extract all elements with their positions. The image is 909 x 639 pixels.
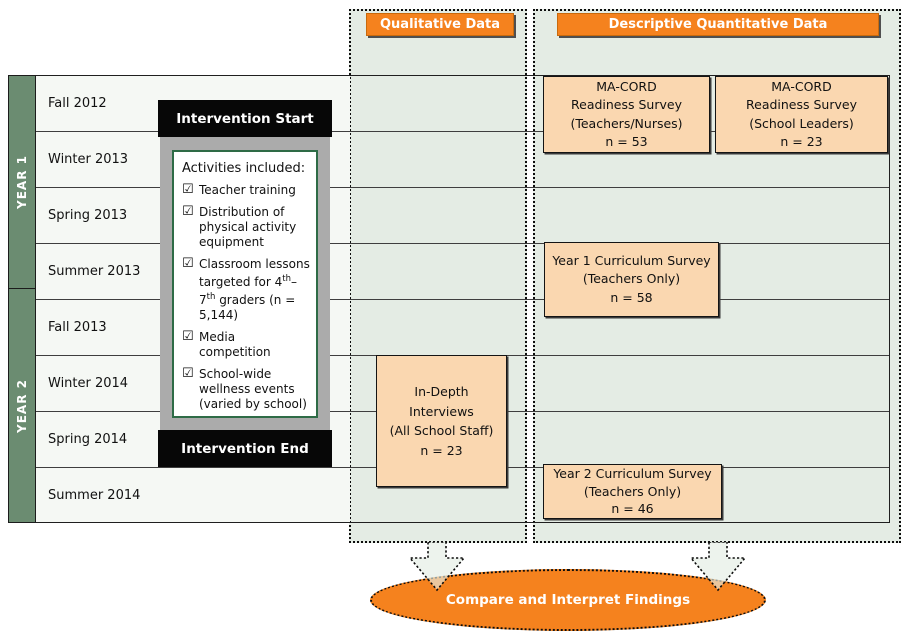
activities-title: Activities included: [182,161,306,176]
qualitative-data-header: Qualitative Data [366,13,514,36]
intervention-end-box: Intervention End [158,430,332,467]
timeline-row: Winter 2013 [9,132,889,188]
year-2-bar: YEAR 2 [8,288,36,523]
box-line: (Teachers Only) [583,483,682,499]
box-sample-size: n = 53 [605,134,648,149]
intervention-activities-box: Activities included: ☑ Teacher training … [172,150,318,418]
ordinal-superscript: th [282,274,291,284]
activity-text-segment: –7 [199,275,297,307]
box-line: Year 1 Curriculum Survey [552,252,711,268]
checkbox-checked-icon: ☑ [182,256,194,271]
compare-findings-label: Compare and Interpret Findings [445,592,691,608]
box-line: Interviews [409,403,474,419]
intervention-activities-frame: Activities included: ☑ Teacher training … [160,137,330,430]
activity-item: ☑ Teacher training [182,183,310,198]
down-arrow-icon [689,542,747,592]
timeline-row: Spring 2013 [9,188,889,244]
timeline-row: Fall 2012 [9,76,889,132]
timeline-row-label: Fall 2012 [48,96,107,111]
timeline-row-label: Fall 2013 [48,320,107,335]
quantitative-data-header-label: Descriptive Quantitative Data [608,17,828,32]
activity-item-label: Distribution of physical activity equipm… [199,205,297,249]
activity-item: ☑ Distribution of physical activity equi… [182,205,310,250]
box-line: In-Depth [414,384,469,399]
year-2-label: YEAR 2 [15,378,29,433]
timeline-row-label: Spring 2014 [48,432,128,447]
box-line: Readiness Survey [571,97,682,112]
box-sample-size: n = 46 [611,501,654,517]
activity-item-label: Classroom lessons targeted for 4th–7th g… [199,257,310,323]
year-1-bar: YEAR 1 [8,75,36,289]
checkbox-checked-icon: ☑ [182,204,194,219]
timeline-row: Summer 2013 [9,244,889,300]
intervention-start-label: Intervention Start [176,110,314,127]
year1-curriculum-survey-box: Year 1 Curriculum Survey (Teachers Only)… [544,242,719,317]
activity-item: ☑ Media competition [182,330,310,360]
activity-text-segment: graders (n = 5,144) [199,293,296,322]
box-sample-size: n = 58 [610,289,653,305]
timeline-row-label: Winter 2014 [48,376,129,391]
box-line: MA-CORD [596,78,657,94]
box-line: (Teachers/Nurses) [570,115,683,131]
quantitative-data-header: Descriptive Quantitative Data [557,13,879,36]
checkbox-checked-icon: ☑ [182,366,194,381]
timeline-row-label: Summer 2014 [48,487,141,503]
macord-readiness-teachers-box: MA-CORD Readiness Survey (Teachers/Nurse… [543,76,710,153]
activity-item: ☑ School-wide wellness events (varied by… [182,367,310,412]
activity-item-label: Media competition [199,330,271,359]
year2-curriculum-survey-box: Year 2 Curriculum Survey (Teachers Only)… [543,464,722,519]
activity-item-label: Teacher training [199,183,296,197]
timeline-row-label: Summer 2013 [48,264,141,279]
in-depth-interviews-box: In-Depth Interviews (All School Staff) n… [376,355,507,487]
checkbox-checked-icon: ☑ [182,329,194,344]
timeline-row-label: Spring 2013 [48,208,128,223]
box-line: Readiness Survey [746,97,857,112]
ordinal-superscript: th [206,292,216,302]
intervention-start-box: Intervention Start [158,100,332,137]
timeline-row-label: Winter 2013 [48,152,129,167]
box-line: MA-CORD [771,78,832,94]
qualitative-data-header-label: Qualitative Data [379,17,500,32]
activity-item: ☑ Classroom lessons targeted for 4th–7th… [182,257,310,323]
checkbox-checked-icon: ☑ [182,182,194,197]
macord-readiness-leaders-box: MA-CORD Readiness Survey (School Leaders… [715,76,888,153]
box-line: Year 2 Curriculum Survey [553,466,712,482]
intervention-end-label: Intervention End [181,440,309,457]
activity-item-label: School-wide wellness events (varied by s… [199,367,307,411]
box-sample-size: n = 23 [420,442,463,458]
activity-text-segment: Classroom lessons targeted for 4 [199,257,310,289]
year-1-label: YEAR 1 [15,155,29,209]
box-line: (All School Staff) [389,423,494,438]
box-line: (Teachers Only) [582,271,681,287]
down-arrow-icon [408,542,466,592]
timeline-row: Summer 2014 [9,468,889,522]
box-sample-size: n = 23 [780,134,823,149]
box-line: (School Leaders) [749,115,854,131]
timeline-row: Fall 2013 [9,300,889,356]
